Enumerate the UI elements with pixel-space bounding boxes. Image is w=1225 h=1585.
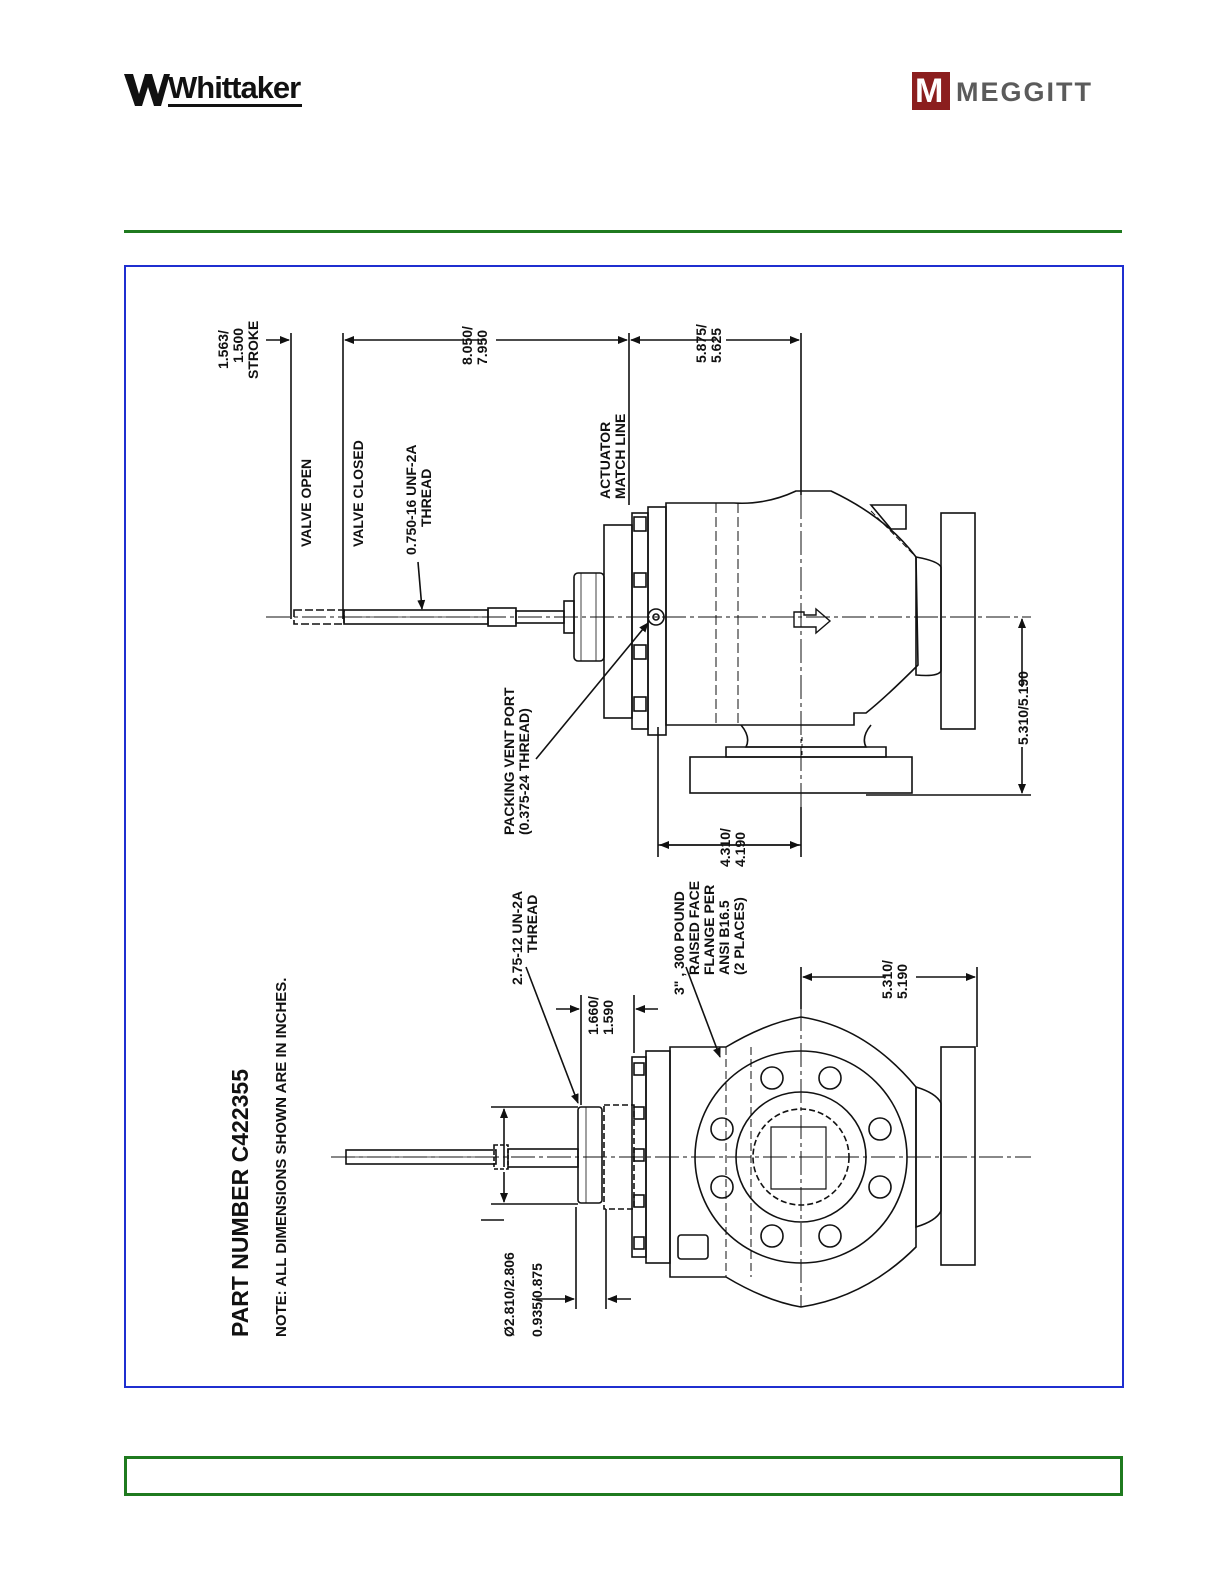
packing-vent-label-1: PACKING VENT PORT (501, 687, 517, 835)
valve-closed-label: VALVE CLOSED (350, 440, 366, 547)
whittaker-wordmark: Whittaker (168, 70, 301, 105)
dim-0935-label: 0.935/0.875 (529, 1263, 545, 1337)
meggitt-logo: M MEGGITT (912, 72, 1122, 112)
part-number-title: PART NUMBER C422355 (227, 1069, 253, 1337)
dimensions-note: NOTE: ALL DIMENSIONS SHOWN ARE IN INCHES… (273, 978, 290, 1337)
valve-open-label: VALVE OPEN (298, 459, 314, 547)
dim-1660-label-2: 1.590 (600, 1000, 616, 1035)
meggitt-m-icon: M (912, 72, 950, 110)
dim-5310-side-label: 5.310/5.190 (1015, 671, 1031, 745)
actuator-label-1: ACTUATOR (597, 422, 613, 499)
dim-4310-label-2: 4.190 (732, 832, 748, 867)
stroke-dim-label-3: STROKE (245, 321, 261, 379)
actuator-label-2: MATCH LINE (612, 414, 628, 499)
drawing-frame: 1.563/ 1.500 STROKE VALVE OPEN VALVE CLO… (124, 265, 1124, 1388)
flange-label-3: FLANGE PER (701, 885, 717, 975)
flange-label-2: RAISED FACE (686, 881, 702, 975)
footer-box (124, 1456, 1123, 1496)
thread-275-label-1: 2.75-12 UN-2A (509, 891, 525, 985)
whittaker-underline (168, 104, 302, 107)
stem-thread-label-1: 0.750-16 UNF-2A (403, 445, 419, 556)
thread-275-label-2: THREAD (524, 895, 540, 953)
flange-label-4: ANSI B16.5 (716, 900, 732, 975)
flange-label-5: (2 PLACES) (731, 897, 747, 975)
flange-label-1: 3" , 300 POUND (671, 891, 687, 995)
stroke-dim-label-1: 1.563/ (215, 330, 231, 369)
dim-1660-label-1: 1.660/ (585, 996, 601, 1035)
dim-4310-label-1: 4.310/ (717, 828, 733, 867)
packing-vent-label-2: (0.375-24 THREAD) (516, 708, 532, 835)
header-rule (124, 230, 1122, 233)
meggitt-wordmark: MEGGITT (956, 77, 1093, 107)
dim-5875-label-1: 5.875/ (693, 324, 709, 363)
dim-5310-end-label-2: 5.190 (894, 964, 910, 999)
dim-8050-label-2: 7.950 (474, 330, 490, 365)
dim-diameter-label: Ø2.810/2.806 (501, 1252, 517, 1337)
side-view (266, 333, 1031, 857)
whittaker-w-icon (124, 74, 170, 106)
valve-drawing: 1.563/ 1.500 STROKE VALVE OPEN VALVE CLO… (215, 321, 1031, 1337)
dim-5310-end-label-1: 5.310/ (879, 960, 895, 999)
stem-thread-label-2: THREAD (418, 469, 434, 527)
dim-5875-label-2: 5.625 (708, 328, 724, 363)
end-view (331, 966, 1031, 1309)
dim-8050-label-1: 8.050/ (459, 326, 475, 365)
drawing-labels: 1.563/ 1.500 STROKE VALVE OPEN VALVE CLO… (215, 321, 1031, 1337)
stroke-dim-label-2: 1.500 (230, 328, 246, 363)
whittaker-logo: Whittaker (124, 70, 314, 110)
